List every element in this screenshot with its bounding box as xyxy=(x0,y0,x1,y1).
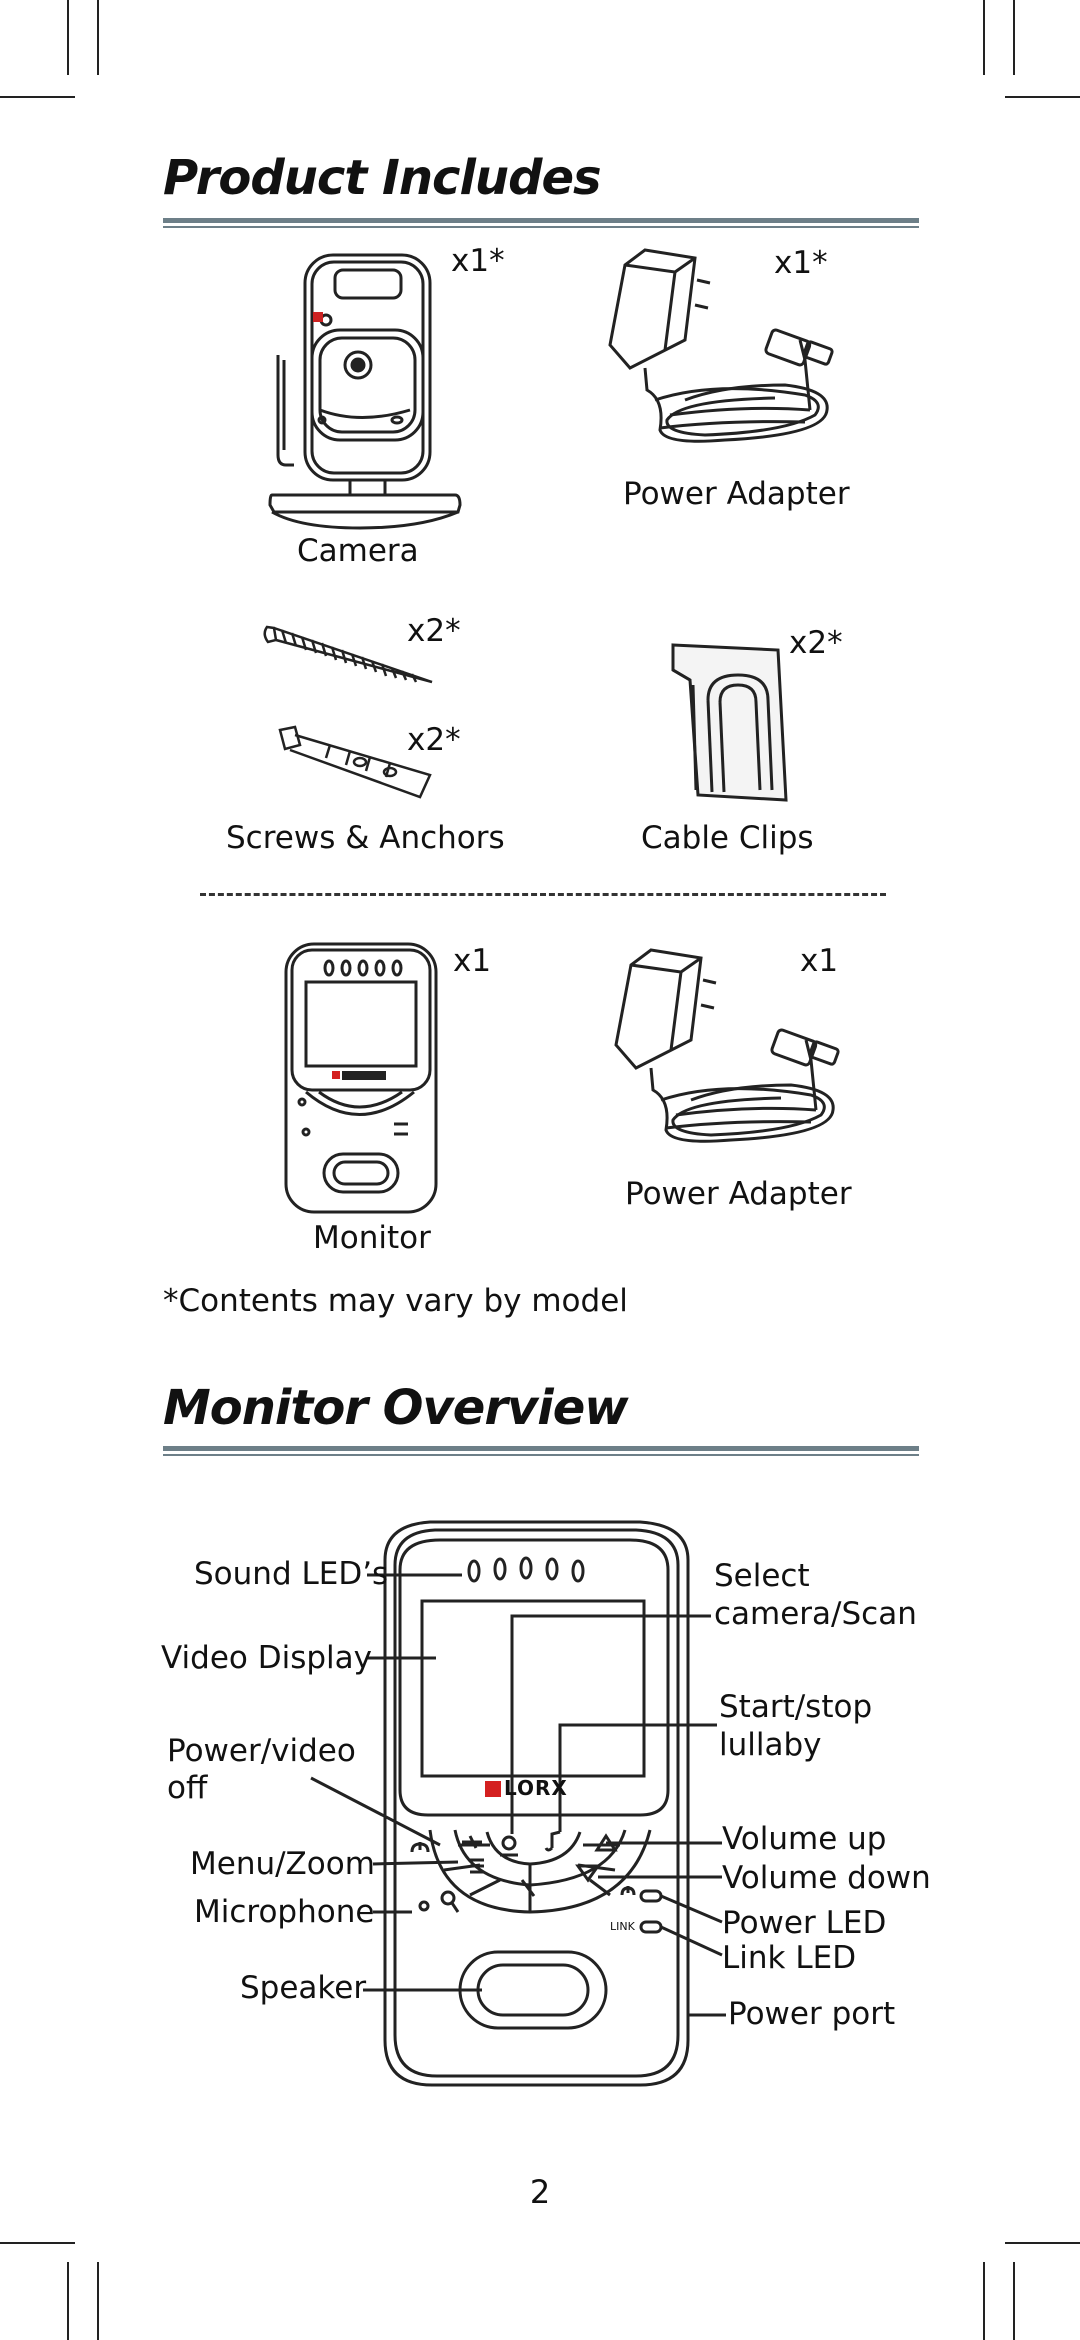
product-includes-title: Product Includes xyxy=(163,150,602,206)
cable-clip-illustration xyxy=(671,643,788,802)
crop-mark xyxy=(67,2262,69,2340)
anchor-illustration xyxy=(278,725,432,799)
volume-up-label: Volume up xyxy=(722,1821,887,1857)
start-stop-lullaby-label-2: lullaby xyxy=(719,1727,822,1763)
power-video-off-label-1: Power/video xyxy=(167,1733,356,1769)
power-port-label: Power port xyxy=(728,1996,896,2032)
power-led-label: Power LED xyxy=(722,1905,887,1941)
screws-label: Screws & Anchors xyxy=(226,820,505,856)
screw-qty: x2* xyxy=(407,613,461,649)
start-stop-lullaby-label-1: Start/stop xyxy=(719,1689,873,1725)
separator xyxy=(200,893,886,896)
crop-mark xyxy=(983,0,985,75)
camera-label: Camera xyxy=(297,533,419,569)
cable-clips-label: Cable Clips xyxy=(641,820,814,856)
crop-mark xyxy=(67,0,69,75)
monitor-label: Monitor xyxy=(313,1220,431,1256)
power-video-off-label-2: off xyxy=(167,1770,208,1806)
crop-mark xyxy=(0,2242,75,2244)
title-rule-thin xyxy=(163,226,919,228)
screw-illustration xyxy=(263,625,433,684)
page-number: 2 xyxy=(529,2173,551,2211)
monitor-adapter-qty: x1 xyxy=(800,943,839,979)
title-rule-thin xyxy=(163,1454,919,1456)
menu-zoom-label: Menu/Zoom xyxy=(190,1846,375,1882)
contents-note: *Contents may vary by model xyxy=(163,1283,628,1319)
monitor-overview-title: Monitor Overview xyxy=(163,1380,629,1436)
power-adapter-illustration xyxy=(608,248,834,443)
select-camera-label-2: camera/Scan xyxy=(714,1596,917,1632)
camera-adapter-qty: x1* xyxy=(774,245,828,281)
power-adapter-illustration xyxy=(614,948,840,1143)
crop-mark xyxy=(1013,0,1015,75)
microphone-label: Microphone xyxy=(194,1894,375,1930)
crop-mark xyxy=(1005,96,1080,98)
crop-mark xyxy=(1013,2262,1015,2340)
select-camera-label-1: Select xyxy=(714,1558,810,1594)
link-led-label: Link LED xyxy=(722,1940,857,1976)
cable-clip-qty: x2* xyxy=(789,625,843,661)
crop-mark xyxy=(1005,2242,1080,2244)
camera-adapter-label: Power Adapter xyxy=(623,476,850,512)
crop-mark xyxy=(97,0,99,75)
brand-logo: LORX xyxy=(504,1776,568,1800)
camera-illustration xyxy=(268,253,462,530)
anchor-qty: x2* xyxy=(407,722,461,758)
volume-down-label: Volume down xyxy=(722,1860,931,1896)
crop-mark xyxy=(0,96,75,98)
link-text: LINK xyxy=(610,1920,635,1933)
monitor-qty: x1 xyxy=(453,943,492,979)
monitor-adapter-label: Power Adapter xyxy=(625,1176,852,1212)
camera-qty: x1* xyxy=(451,243,505,279)
video-display-label: Video Display xyxy=(161,1640,372,1676)
sound-leds-label: Sound LED’s xyxy=(194,1556,389,1592)
title-rule xyxy=(163,218,919,223)
crop-mark xyxy=(97,2262,99,2340)
title-rule xyxy=(163,1446,919,1451)
monitor-illustration xyxy=(284,942,438,1214)
crop-mark xyxy=(983,2262,985,2340)
speaker-label: Speaker xyxy=(240,1970,367,2006)
